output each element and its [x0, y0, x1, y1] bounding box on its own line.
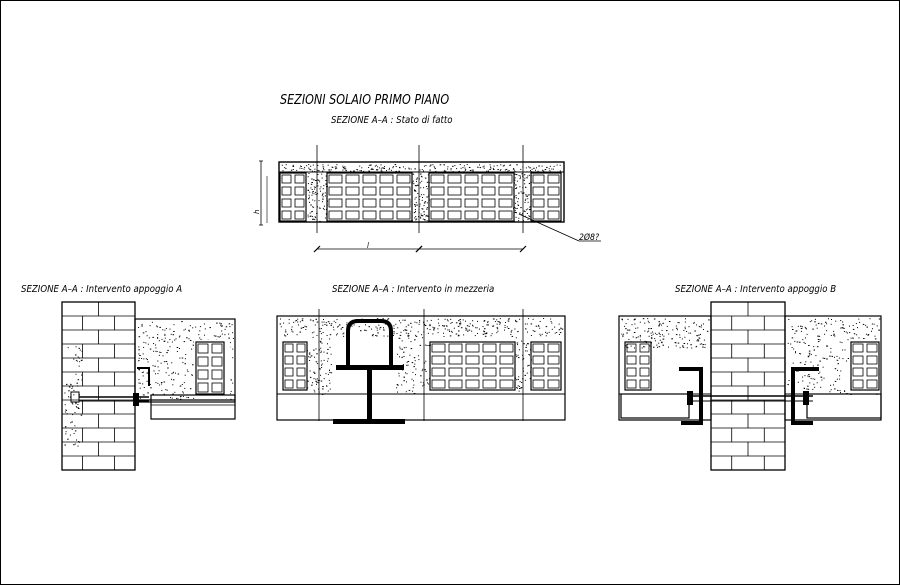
- height-dimension-label: h: [253, 209, 261, 214]
- hollow-block: [282, 341, 308, 391]
- bolt-nut: [803, 391, 809, 405]
- hollow-block: [429, 341, 516, 391]
- drawing-title: SEZIONI SOLAIO PRIMO PIANO: [280, 93, 450, 108]
- steel-beam: [150, 394, 236, 420]
- steel-beam: [806, 393, 882, 419]
- hollow-block: [428, 172, 515, 222]
- bolt-nut: [133, 393, 139, 406]
- section-title-support-b: SEZIONE A–A : Intervento appoggio B: [675, 284, 837, 295]
- hollow-block: [530, 341, 562, 391]
- hollow-block: [850, 341, 880, 391]
- masonry-wall: [710, 301, 786, 471]
- beam-web: [367, 370, 372, 421]
- concrete-hatch: [621, 318, 710, 349]
- concrete-hatch: [281, 164, 561, 173]
- section-support-a: [61, 301, 236, 471]
- section-title-existing: SEZIONE A–A : Stato di fatto: [331, 115, 453, 126]
- concrete-hatch: [279, 318, 564, 337]
- hollow-block: [279, 172, 307, 222]
- section-title-support-a: SEZIONE A–A : Intervento appoggio A: [21, 284, 183, 295]
- concrete-hatch: [307, 336, 333, 395]
- rebar-callout: 2Ø8?: [579, 233, 600, 243]
- stirrup-connector: [346, 319, 393, 369]
- slab-section: [276, 315, 566, 421]
- bolt-plate: [70, 391, 80, 403]
- span-dimension-label: l: [367, 241, 369, 250]
- block-clear: [849, 340, 879, 394]
- concrete-hatch: [412, 173, 430, 222]
- beam-top-flange: [336, 365, 404, 370]
- slab-outline: [278, 161, 565, 223]
- concrete-hatch: [64, 346, 83, 447]
- masonry-wall: [61, 301, 136, 471]
- concrete-hatch: [307, 173, 328, 222]
- section-title-midspan: SEZIONE A–A : Intervento in mezzeria: [332, 284, 495, 295]
- section-existing-state: [259, 145, 601, 253]
- beam-bottom-flange: [333, 419, 405, 424]
- hollow-block: [326, 172, 413, 222]
- slab-section-left: [618, 315, 712, 421]
- steel-beam: [620, 393, 690, 419]
- angle-bracket: [137, 367, 150, 386]
- rebar-leader: [518, 213, 580, 242]
- slab-section-right: [784, 315, 882, 421]
- hollow-block: [195, 341, 225, 395]
- slab-section: [134, 318, 236, 403]
- concrete-hatch: [515, 337, 532, 392]
- concrete-hatch: [513, 173, 532, 222]
- bolt-nut: [687, 391, 693, 405]
- section-support-b: [618, 301, 882, 471]
- hollow-block: [624, 341, 652, 391]
- hollow-block: [530, 172, 562, 222]
- section-midspan: [276, 309, 566, 424]
